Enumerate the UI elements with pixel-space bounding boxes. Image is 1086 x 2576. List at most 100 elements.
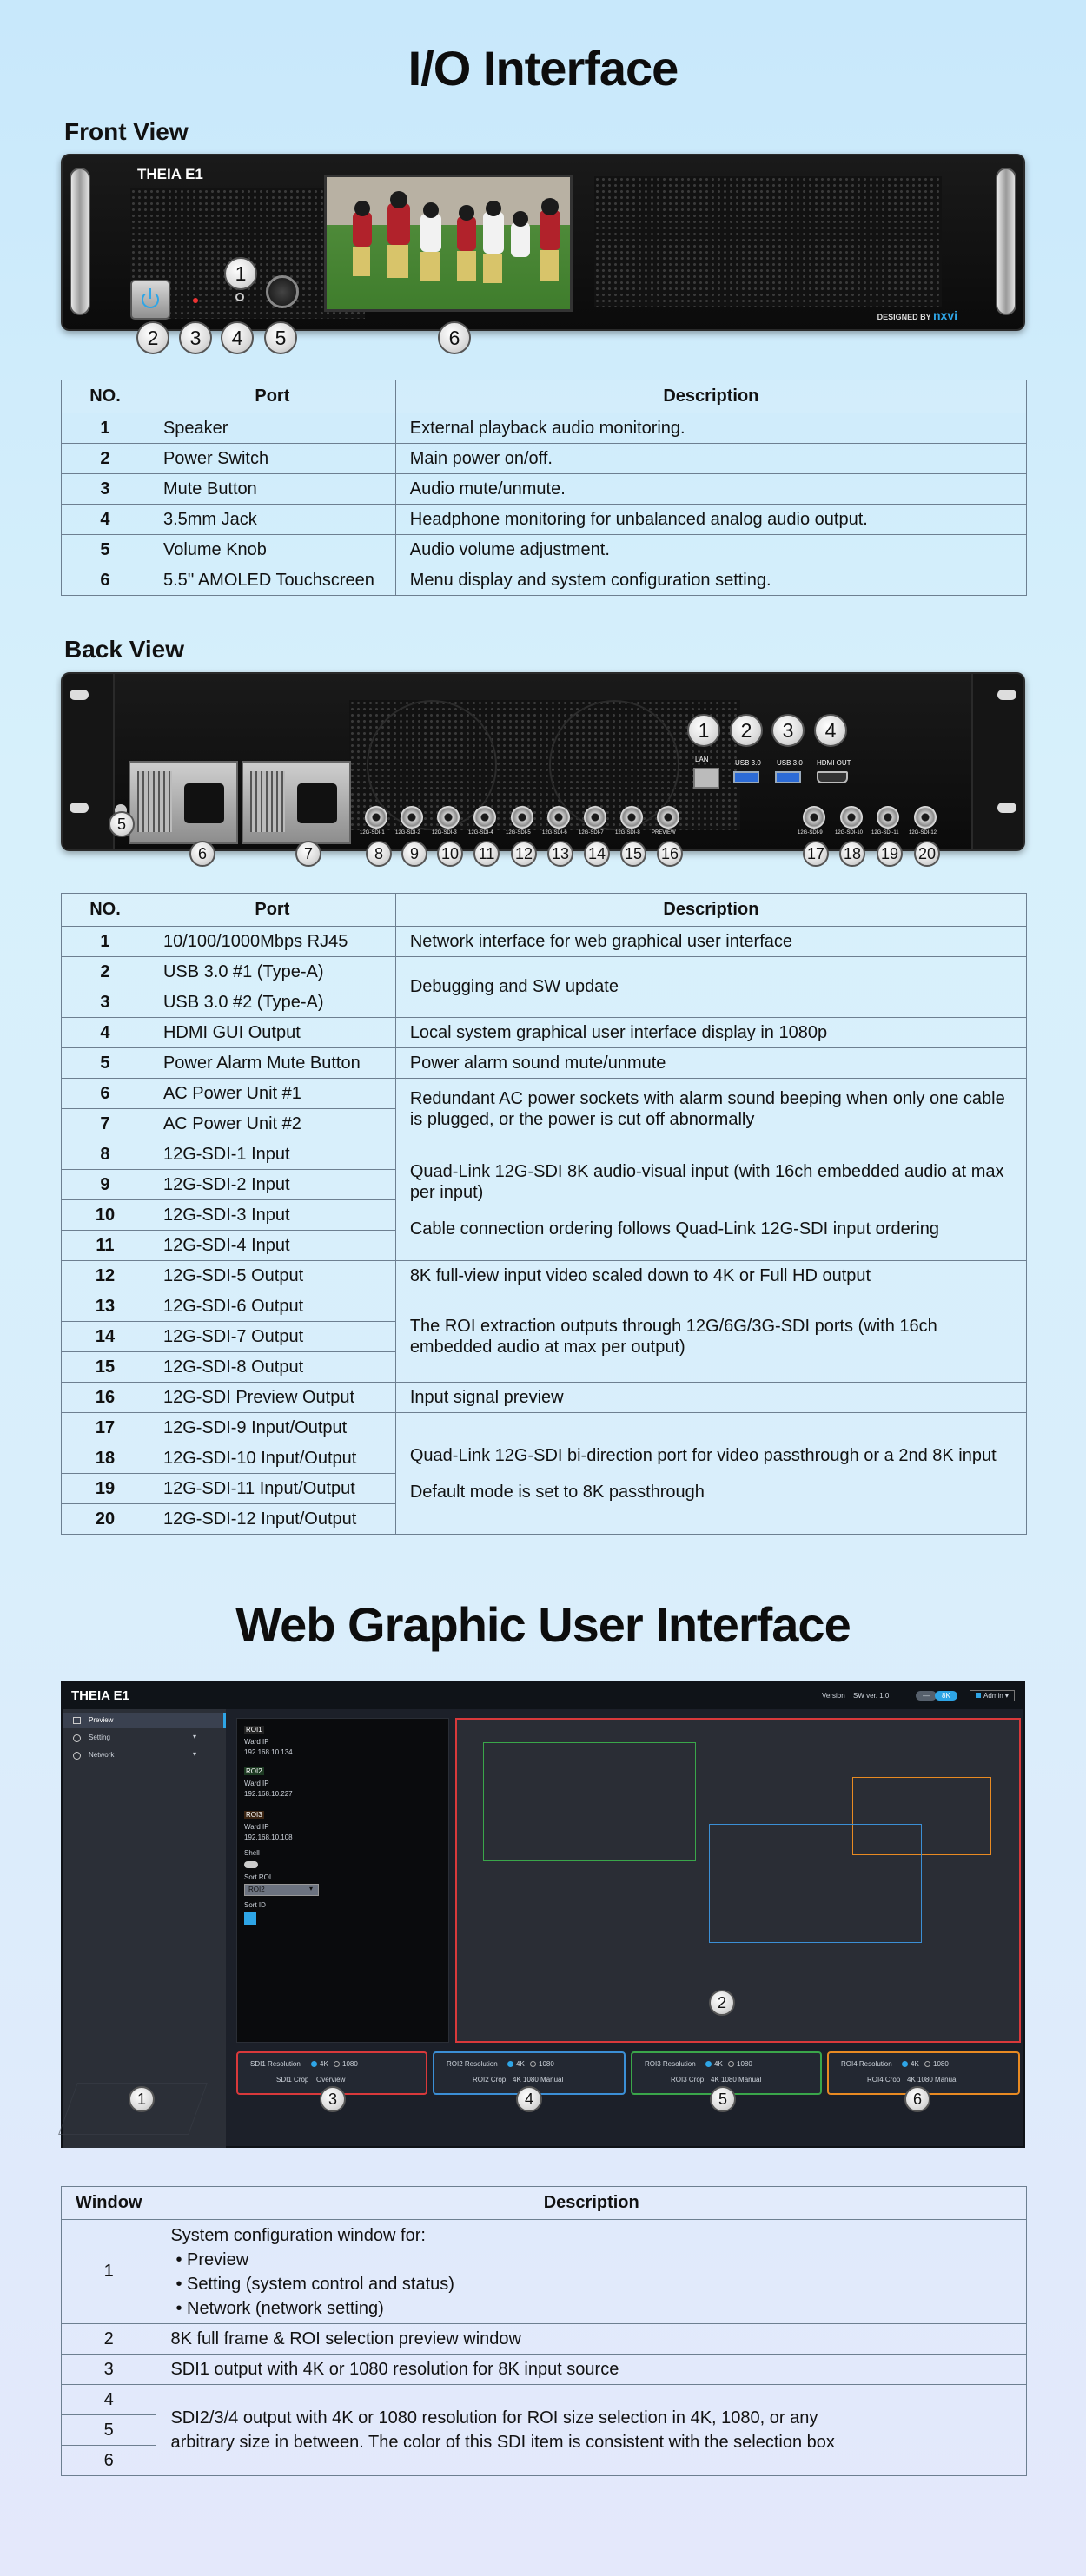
row-desc: Menu display and system configuration se…	[394, 565, 1028, 596]
radio-1080[interactable]	[924, 2061, 930, 2067]
radio-4k[interactable]	[507, 2061, 513, 2067]
row-port: 12G-SDI-12 Input/Output	[148, 1503, 396, 1535]
gui-callout-2: 2	[709, 1990, 735, 2016]
nav-label: Preview	[89, 1716, 114, 1724]
row-desc: Quad-Link 12G-SDI bi-direction port for …	[409, 1445, 997, 1465]
roi-addr-label: Ward IP	[244, 1738, 269, 1746]
row-desc: Power alarm sound mute/unmute	[394, 1047, 1028, 1079]
chevron-down-icon: ▾	[193, 1750, 197, 1758]
back-callout-5: 5	[109, 811, 135, 837]
gui-callout-5: 5	[710, 2086, 736, 2112]
row-desc: Default mode is set to 8K passthrough	[409, 1482, 705, 1502]
row-port: 12G-SDI-9 Input/Output	[148, 1412, 396, 1443]
back-callout-20: 20	[914, 841, 940, 867]
radio-4k[interactable]	[902, 2061, 908, 2067]
back-callout-19: 19	[877, 841, 903, 867]
gui-user-menu[interactable]: Admin ▾	[970, 1690, 1015, 1701]
rack-ear-left	[63, 674, 115, 849]
toggle-switch[interactable]	[244, 1861, 258, 1868]
switch-label: Shell	[244, 1849, 260, 1857]
radio-1080[interactable]	[530, 2061, 536, 2067]
nav-label: Network	[89, 1751, 115, 1759]
gui-topbar: THEIA E1 Version SW ver. 1.0 — 8K Admin …	[63, 1683, 1023, 1709]
row-port: 12G-SDI-8 Output	[148, 1351, 396, 1383]
back-callout-12: 12	[511, 841, 537, 867]
row-port: AC Power Unit #2	[148, 1108, 396, 1139]
back-callout-6: 6	[189, 841, 215, 867]
row-desc: Debugging and SW update	[394, 956, 1028, 1018]
col-header-port: Port	[148, 380, 396, 413]
row-no: 12	[61, 1260, 149, 1291]
row-port: 12G-SDI-2 Input	[148, 1169, 396, 1200]
ac-socket-icon	[297, 783, 337, 823]
maker-label: DESIGNED BY	[877, 313, 931, 321]
row-desc: 8K full-view input video scaled down to …	[394, 1260, 1028, 1291]
table-row: 1 System configuration window for: • Pre…	[60, 2219, 1027, 2324]
power-icon	[142, 291, 159, 308]
gear-icon	[73, 1734, 81, 1742]
row-port: Power Alarm Mute Button	[148, 1047, 396, 1079]
row-port: 12G-SDI-4 Input	[148, 1230, 396, 1261]
col-header-description: Description	[394, 893, 1028, 927]
radio-1080[interactable]	[728, 2061, 734, 2067]
radio-4k[interactable]	[705, 2061, 712, 2067]
preview-icon	[73, 1717, 81, 1724]
row-no: 5	[60, 2414, 157, 2446]
table-row: 4 SDI2/3/4 output with 4K or 1080 resolu…	[60, 2384, 1027, 2476]
row-desc: Quad-Link 12G-SDI 8K audio-visual input …	[409, 1161, 1004, 1202]
fan-icon	[549, 700, 679, 830]
radio-label: 1080	[342, 2060, 358, 2068]
row-port: Power Switch	[148, 443, 396, 474]
nav-item-setting[interactable]: Setting ▾	[63, 1730, 226, 1746]
row-no: 11	[61, 1230, 149, 1261]
right-handle	[996, 168, 1016, 315]
radio-label: 4K	[911, 2060, 919, 2068]
row-no: 2	[60, 2323, 157, 2355]
action-button[interactable]	[244, 1912, 256, 1925]
row-port: 10/100/1000Mbps RJ45	[148, 926, 396, 957]
gui-mode-chip[interactable]: 8K	[935, 1691, 957, 1701]
nav-item-network[interactable]: Network ▾	[63, 1747, 226, 1763]
row-port: 12G-SDI-5 Output	[148, 1260, 396, 1291]
row-port: HDMI GUI Output	[148, 1017, 396, 1048]
roi-select[interactable]: ROI2 ▾	[244, 1884, 319, 1896]
row-port: USB 3.0 #2 (Type-A)	[148, 987, 396, 1018]
row-no: 4	[60, 2384, 157, 2415]
radio-1080[interactable]	[334, 2061, 340, 2067]
control-sub-value: 4K 1080 Manual	[907, 2076, 958, 2084]
col-header-port: Port	[148, 893, 396, 927]
back-callout-8: 8	[366, 841, 392, 867]
roi-addr: 192.168.10.134	[244, 1748, 293, 1756]
maker-logo: nxvi	[932, 308, 957, 322]
nav-item-preview[interactable]: Preview	[63, 1713, 226, 1728]
row-port: USB 3.0 #1 (Type-A)	[148, 956, 396, 987]
back-callout-2: 2	[730, 714, 763, 747]
bnc-connector-icon	[584, 806, 606, 829]
row-port: Volume Knob	[148, 534, 396, 565]
row-desc: Headphone monitoring for unbalanced anal…	[394, 504, 1028, 535]
row-desc: Audio volume adjustment.	[394, 534, 1028, 565]
control-sub-label: ROI4 Crop	[867, 2076, 901, 2084]
roi-name: ROI3	[244, 1811, 264, 1819]
usb-port-1	[733, 771, 759, 783]
row-port: 12G-SDI-3 Input	[148, 1199, 396, 1231]
front-callout-5: 5	[264, 321, 297, 354]
row-desc: System configuration window for:	[170, 2225, 426, 2245]
row-port: 12G-SDI Preview Output	[148, 1382, 396, 1413]
front-callout-4: 4	[221, 321, 254, 354]
mute-led-icon	[193, 298, 198, 303]
radio-4k[interactable]	[311, 2061, 317, 2067]
row-desc-item: • Setting (system control and status)	[175, 2274, 454, 2294]
row-no: 14	[61, 1321, 149, 1352]
gui-user-label: Admin	[983, 1692, 1003, 1700]
col-header-no: NO.	[61, 893, 149, 927]
